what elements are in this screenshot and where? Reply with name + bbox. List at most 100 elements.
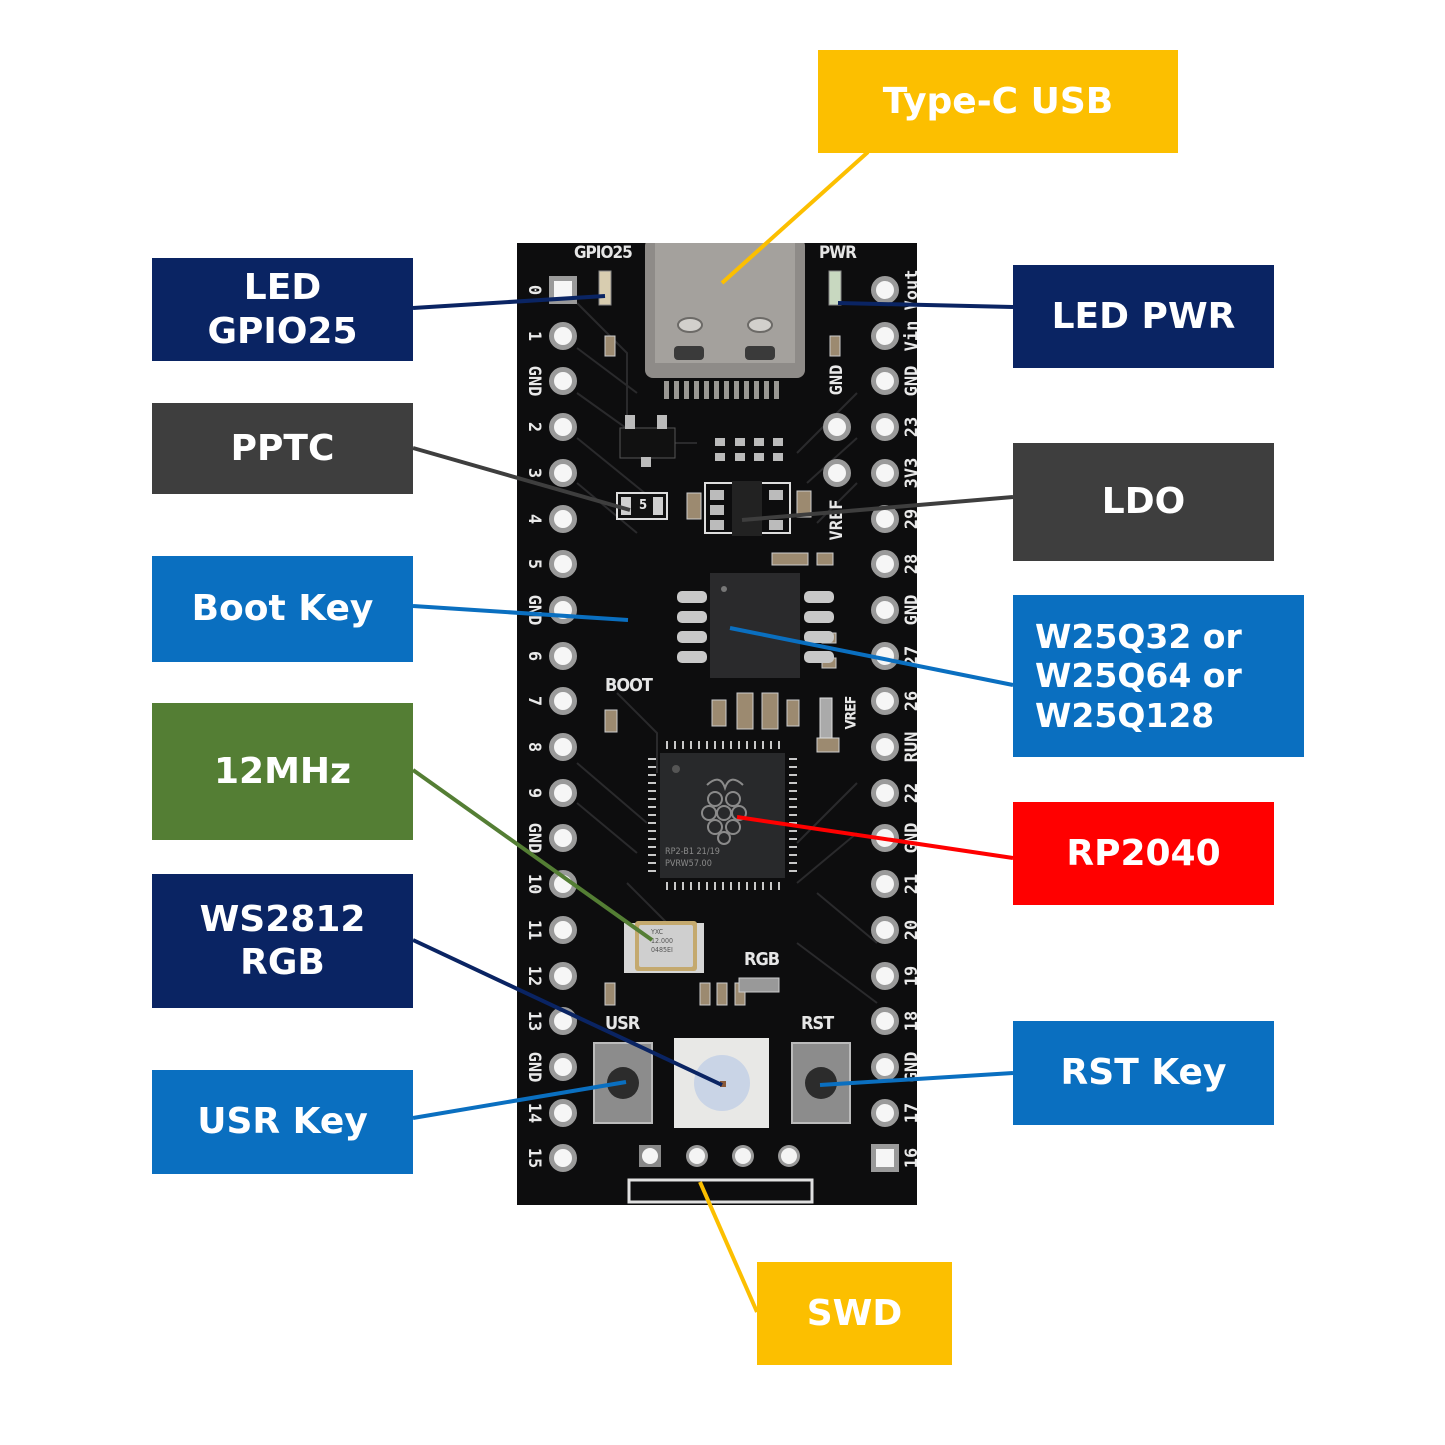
left-pin-hole	[549, 550, 577, 579]
right-pin-hole	[871, 1007, 899, 1036]
callout-led-pwr: LED PWR	[1013, 265, 1274, 368]
flash-chip	[677, 573, 834, 678]
crystal-marking-2: 12.000	[651, 937, 674, 945]
callout-crystal-label: 12MHz	[213, 750, 351, 792]
right-pin-label: 18	[902, 1010, 922, 1032]
left-pin-label: 7	[524, 696, 544, 707]
inner-pin-label: VREF	[827, 499, 847, 541]
left-pin-hole	[549, 413, 577, 442]
right-pin-hole	[871, 550, 899, 579]
swd-header	[627, 1145, 814, 1204]
right-pin-label: 27	[902, 645, 922, 666]
callout-pptc-label: PPTC	[230, 427, 335, 469]
left-pin-hole	[549, 367, 577, 396]
right-pin-hole	[871, 1052, 899, 1081]
callout-rst-key: RST Key	[1013, 1021, 1274, 1125]
left-pin-label: 6	[524, 650, 544, 661]
callout-ws2812: WS2812 RGB	[152, 874, 413, 1008]
usr-button-body	[593, 1042, 653, 1124]
left-pin-label: 5	[524, 559, 544, 570]
left-pin-label: GND	[524, 1051, 544, 1083]
left-pin-label: 4	[524, 513, 544, 524]
rp2040-marking-1: RP2-B1 21/19	[665, 847, 720, 857]
callout-led-gpio25-line2: GPIO25	[207, 310, 358, 352]
right-pin-label: 26	[902, 691, 922, 712]
callout-ws2812-line2: RGB	[240, 942, 325, 983]
callout-flash: W25Q32 or W25Q64 or W25Q128	[1013, 595, 1304, 757]
silk-pwr: PWR	[819, 243, 857, 263]
right-pin-hole	[871, 504, 899, 533]
callout-usr-key: USR Key	[152, 1070, 413, 1174]
left-pin-hole	[549, 321, 577, 350]
right-pin-label: 20	[902, 919, 922, 941]
callout-ws2812-line1: WS2812	[199, 898, 366, 940]
right-pin-hole	[871, 321, 899, 350]
left-pin-hole	[549, 276, 577, 304]
silk-rst: RST	[801, 1013, 834, 1034]
right-pin-hole	[871, 961, 899, 990]
vref-component	[819, 697, 833, 739]
right-pin-label: GND	[902, 823, 922, 854]
ws2812-led	[674, 1038, 769, 1128]
crystal-marking: YXC 12.000 0485EI	[651, 928, 673, 955]
rp2040-marking-2: PVRW57.00	[665, 859, 712, 869]
callout-type-c-usb-label: Type-C USB	[882, 80, 1114, 122]
inner-pin-hole	[823, 413, 851, 442]
left-pin-hole	[549, 504, 577, 533]
led-pwr	[828, 270, 842, 306]
right-pin-hole	[871, 595, 899, 624]
callout-usr-key-label: USR Key	[197, 1101, 368, 1143]
left-pin-label: GND	[524, 594, 544, 626]
left-pin-hole	[549, 641, 577, 670]
crystal-marking-1: YXC	[651, 928, 664, 936]
callout-crystal: 12MHz	[152, 703, 413, 840]
left-pin-label: 10	[524, 873, 544, 895]
callout-type-c-usb: Type-C USB	[818, 50, 1178, 153]
callout-flash-line3: W25Q128	[1035, 695, 1215, 735]
right-pin-label: Vout	[902, 269, 922, 311]
right-pin-hole	[871, 733, 899, 761]
left-pin-label: 14	[524, 1102, 544, 1123]
silk-usr: USR	[605, 1013, 640, 1034]
callout-flash-line1: W25Q32 or	[1035, 616, 1242, 656]
right-pin-label: 22	[902, 782, 922, 803]
left-pin-hole	[549, 733, 577, 761]
inner-pin-hole	[823, 458, 851, 487]
callout-ldo-label: LDO	[1101, 481, 1186, 523]
left-pin-hole	[549, 595, 577, 624]
right-pin-label: 17	[902, 1102, 922, 1123]
left-pin-hole	[549, 458, 577, 487]
right-pin-label: 3V3	[902, 457, 922, 489]
right-pin-hole	[871, 413, 899, 442]
right-pin-label: 23	[902, 416, 922, 438]
left-pin-label: 1	[524, 330, 544, 341]
right-pin-label: 16	[902, 1148, 922, 1169]
led-gpio25	[598, 270, 612, 306]
right-pin-hole	[871, 1144, 899, 1173]
silk-pptc-mark: 5	[639, 498, 647, 513]
right-pin-hole	[871, 367, 899, 396]
right-pin-hole	[871, 915, 899, 944]
left-pin-hole	[549, 687, 577, 716]
right-pin-hole	[871, 458, 899, 487]
right-pin-label: Vin	[902, 320, 922, 352]
left-pin-label: 8	[524, 741, 544, 753]
right-pin-label: GND	[902, 594, 922, 626]
usb-c-connector	[645, 243, 805, 399]
left-pin-label: 11	[524, 919, 544, 941]
crystal-marking-3: 0485EI	[651, 946, 673, 954]
left-pin-label: 15	[524, 1148, 544, 1169]
left-pin-hole	[549, 1052, 577, 1081]
right-pin-label: GND	[902, 1051, 922, 1083]
callout-led-gpio25-line1: LED	[243, 267, 322, 309]
right-pin-hole	[871, 641, 899, 670]
silk-rgb: RGB	[744, 949, 780, 970]
callout-boot-key: Boot Key	[152, 556, 413, 662]
right-pin-hole	[871, 870, 899, 899]
right-pin-label: 19	[902, 965, 922, 986]
left-pin-hole	[549, 915, 577, 944]
right-pin-label: 21	[902, 873, 922, 895]
ldo-component	[704, 438, 791, 536]
callout-swd-label: SWD	[806, 1292, 903, 1334]
